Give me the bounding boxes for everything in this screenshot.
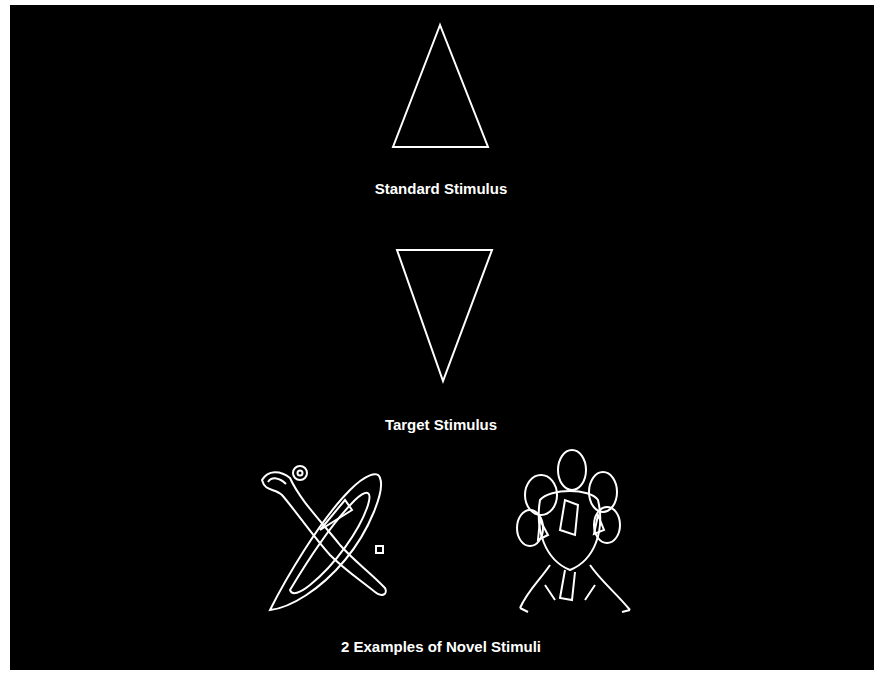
black-ground: [10, 5, 874, 670]
stimulus-caption: Standard Stimulus: [375, 180, 508, 197]
stimulus-caption: Target Stimulus: [385, 416, 497, 433]
novel-stimulus-left: [262, 466, 386, 610]
standard-triangle: [393, 25, 488, 147]
stimulus-caption: 2 Examples of Novel Stimuli: [341, 638, 541, 655]
target-triangle: [397, 250, 492, 381]
novel-stimulus-right: [517, 450, 630, 612]
